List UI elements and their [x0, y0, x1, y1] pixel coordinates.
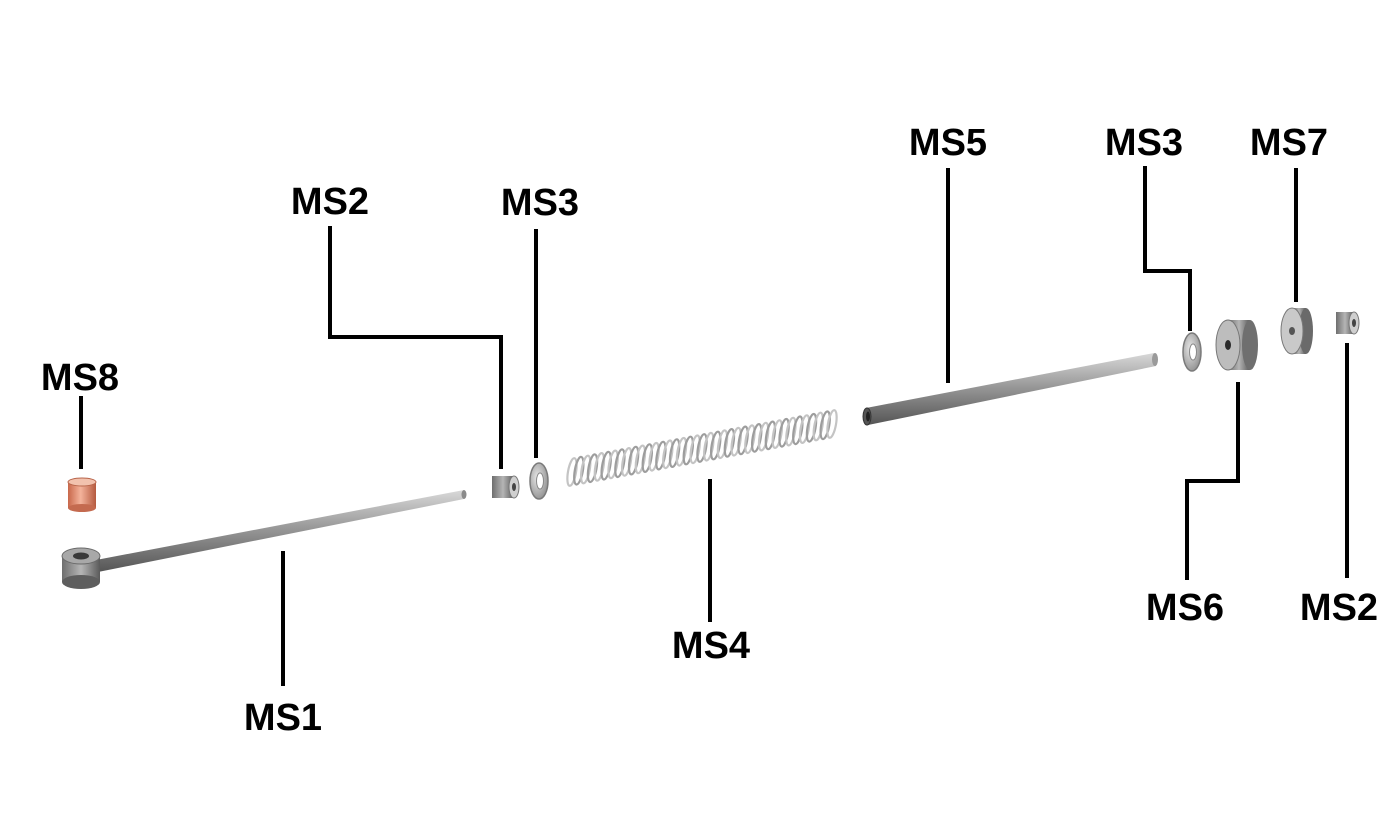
spring-coil — [744, 424, 756, 455]
part-ms2-nut-right — [1336, 311, 1360, 335]
label-ms5: MS5 — [909, 122, 987, 164]
spring-coil — [703, 431, 715, 462]
label-ms3-right: MS3 — [1105, 122, 1183, 164]
label-ms2-left: MS2 — [291, 181, 369, 223]
label-ms4: MS4 — [672, 625, 750, 667]
spring-coil — [579, 454, 592, 485]
spring-coil — [764, 420, 777, 451]
spring-coil — [805, 412, 818, 443]
spring-coil — [614, 448, 626, 479]
spring-coil — [586, 453, 599, 484]
label-ms3-left: MS3 — [501, 182, 579, 224]
part-ms3-washer-left — [529, 462, 549, 500]
spring-coil — [757, 421, 770, 452]
spring-coil — [655, 440, 667, 471]
spring-coil — [682, 435, 695, 466]
part-ms4-spring — [566, 409, 838, 487]
spring-coil — [709, 430, 722, 461]
spring-coil — [792, 415, 804, 446]
spring-coil — [771, 419, 784, 450]
leader-ms6 — [1185, 382, 1240, 580]
spring-coil — [668, 438, 681, 469]
spring-coil — [716, 429, 729, 460]
spring-coil — [778, 417, 790, 448]
spring-coil — [566, 457, 578, 487]
spring-coil — [607, 449, 619, 480]
spring-coil — [750, 422, 763, 453]
spring-coil — [600, 450, 612, 481]
spring-coil — [819, 410, 831, 441]
label-ms6: MS6 — [1146, 587, 1224, 629]
leader-ms3-right — [1143, 166, 1192, 331]
spring-coil — [641, 443, 654, 474]
spring-coil — [812, 411, 825, 442]
spring-coil — [826, 409, 838, 439]
spring-coil — [648, 441, 660, 472]
part-ms7-spacer — [1280, 307, 1313, 355]
label-ms1: MS1 — [244, 697, 322, 739]
part-ms3-washer-right — [1182, 332, 1202, 372]
spring-coil — [723, 427, 736, 458]
label-ms7: MS7 — [1250, 122, 1328, 164]
spring-coil — [689, 434, 701, 465]
label-ms2-right: MS2 — [1300, 587, 1378, 629]
spring-coil — [627, 445, 640, 476]
label-ms8: MS8 — [41, 357, 119, 399]
spring-coil — [593, 451, 606, 482]
spring-coil — [573, 455, 585, 486]
spring-coil — [620, 446, 633, 477]
spring-coil — [737, 425, 749, 456]
part-ms2-nut-left — [492, 475, 520, 499]
spring-coil — [675, 436, 688, 467]
leader-ms2-left — [328, 226, 503, 469]
spring-coil — [798, 414, 811, 445]
spring-coil — [662, 439, 674, 470]
part-ms8-copper-sleeve — [67, 477, 97, 512]
part-ms6-collar — [1215, 319, 1258, 371]
spring-coil — [730, 426, 742, 457]
part-ms5-tube — [862, 353, 1158, 426]
spring-coil — [634, 444, 647, 475]
spring-coil — [785, 416, 797, 447]
spring-coil — [696, 433, 708, 463]
part-ms1-eye-rod — [61, 490, 467, 589]
